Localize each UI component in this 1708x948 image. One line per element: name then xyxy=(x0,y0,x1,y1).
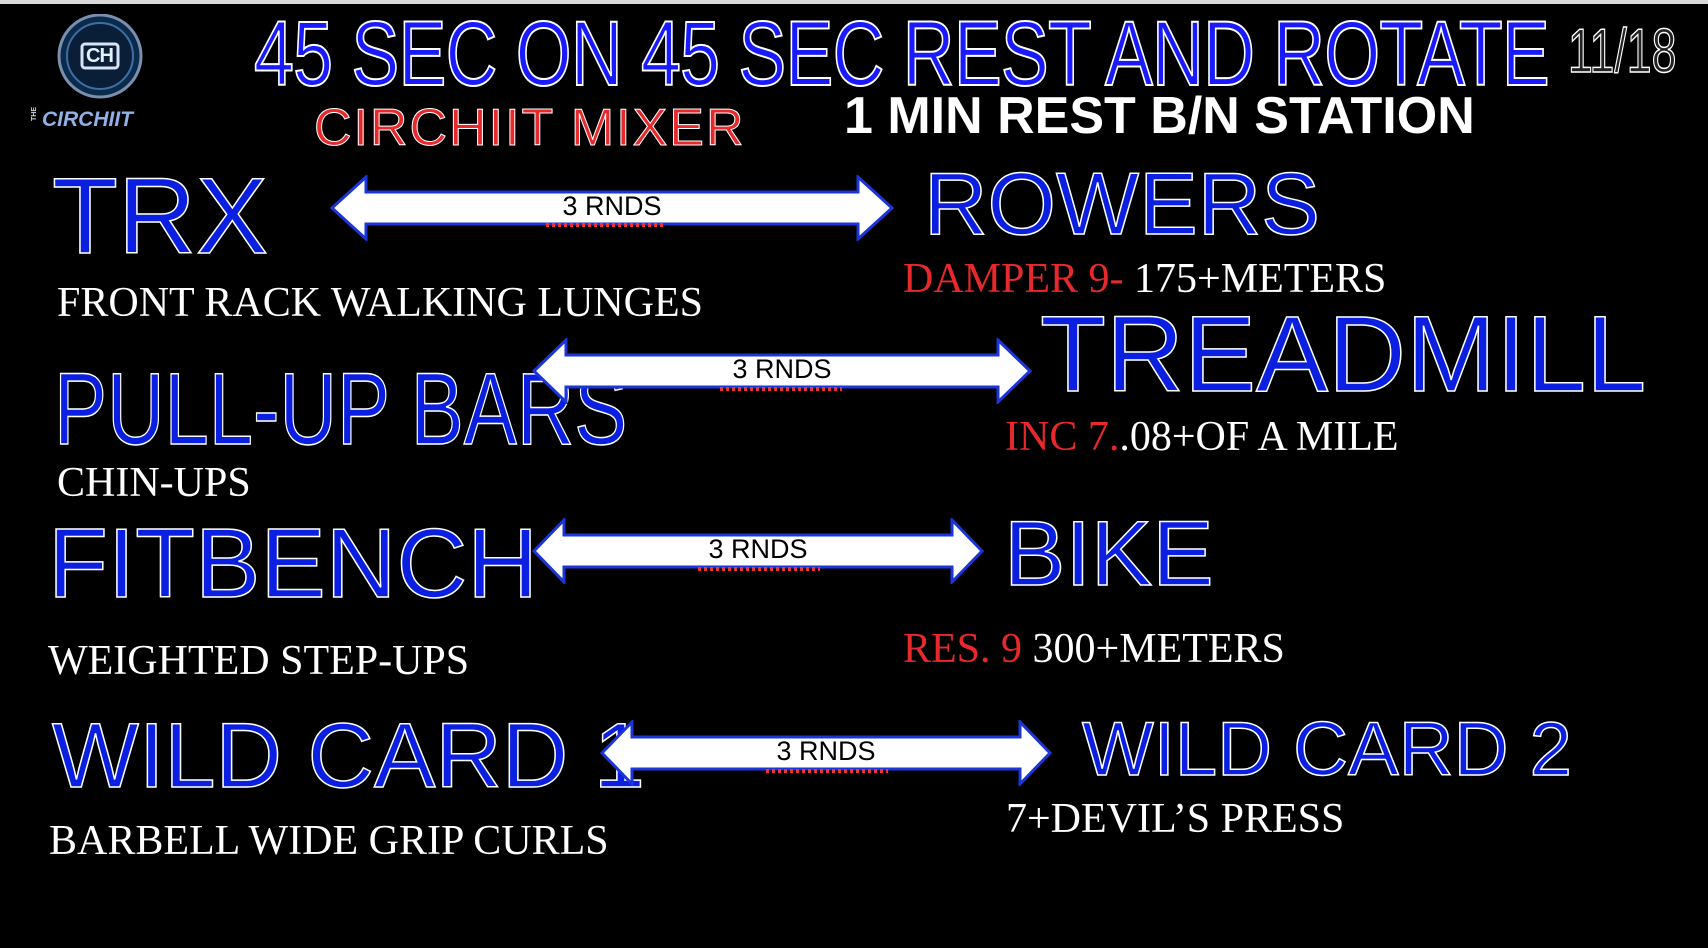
station-rowers-detail: DAMPER 9- 175+METERS xyxy=(903,258,1386,300)
station-wild-card-1-detail: BARBELL WIDE GRIP CURLS xyxy=(49,818,609,864)
subtitle-rest: 1 MIN REST B/N STATION xyxy=(844,87,1475,145)
station-pullup-bars: PULL-UP BARS xyxy=(53,352,628,466)
spellcheck-underline xyxy=(720,387,842,391)
station-bike: BIKE xyxy=(1003,503,1214,605)
station-rowers: ROWERS xyxy=(923,154,1321,253)
station-treadmill: TREADMILL xyxy=(1039,293,1647,414)
station-wild-card-1: WILD CARD 1 xyxy=(51,705,645,807)
rowers-setting: DAMPER 9- xyxy=(903,256,1135,302)
logo-small-text: THE xyxy=(31,107,38,121)
rounds-label-4: 3 RNDS xyxy=(776,736,876,766)
treadmill-target: .08+OF A MILE xyxy=(1119,414,1399,460)
station-wild-card-2: WILD CARD 2 xyxy=(1081,707,1572,792)
spellcheck-underline xyxy=(698,567,820,571)
bike-target: 300+METERS xyxy=(1032,626,1285,672)
station-trx-detail: FRONT RACK WALKING LUNGES xyxy=(57,280,703,326)
logo-monogram: CH xyxy=(86,45,114,67)
rounds-label-1: 3 RNDS xyxy=(562,191,662,221)
rounds-arrow-1: 3 RNDS xyxy=(330,175,894,241)
station-wild-card-2-detail: 7+DEVIL’S PRESS xyxy=(1006,796,1345,842)
double-arrow-icon xyxy=(532,518,984,584)
top-border xyxy=(0,0,1708,4)
spellcheck-underline xyxy=(766,769,888,773)
rounds-label-3: 3 RNDS xyxy=(708,534,808,564)
station-trx: TRX xyxy=(51,155,269,276)
page-number: 11/18 xyxy=(1567,16,1677,87)
rounds-arrow-3: 3 RNDS xyxy=(532,518,984,584)
station-bike-detail: RES. 9 300+METERS xyxy=(903,628,1285,670)
station-pullup-detail: CHIN-UPS xyxy=(57,460,251,506)
station-fitbench-detail: WEIGHTED STEP-UPS xyxy=(48,638,470,684)
treadmill-setting: INC 7. xyxy=(1005,414,1120,460)
double-arrow-icon xyxy=(532,338,1032,404)
subtitle-mixer: CIRCHIIT MIXER xyxy=(314,99,746,158)
bike-setting: RES. 9 xyxy=(903,626,1033,672)
rounds-arrow-2: 3 RNDS xyxy=(532,338,1032,404)
circhiit-logo: CH THE CIRCHIIT xyxy=(30,13,170,134)
logo-badge-icon xyxy=(57,13,143,99)
double-arrow-icon xyxy=(600,720,1052,786)
double-arrow-icon xyxy=(330,175,894,241)
rounds-arrow-4: 3 RNDS xyxy=(600,720,1052,786)
spellcheck-underline xyxy=(546,223,666,227)
logo-wordmark: CIRCHIIT xyxy=(42,108,133,131)
station-treadmill-detail: INC 7..08+OF A MILE xyxy=(1005,416,1399,458)
slide-title: 45 SEC ON 45 SEC REST AND ROTATE xyxy=(253,2,1550,106)
rounds-label-2: 3 RNDS xyxy=(732,354,832,384)
rowers-target: 175+METERS xyxy=(1134,256,1387,302)
station-fitbench: FITBENCH xyxy=(47,508,539,618)
